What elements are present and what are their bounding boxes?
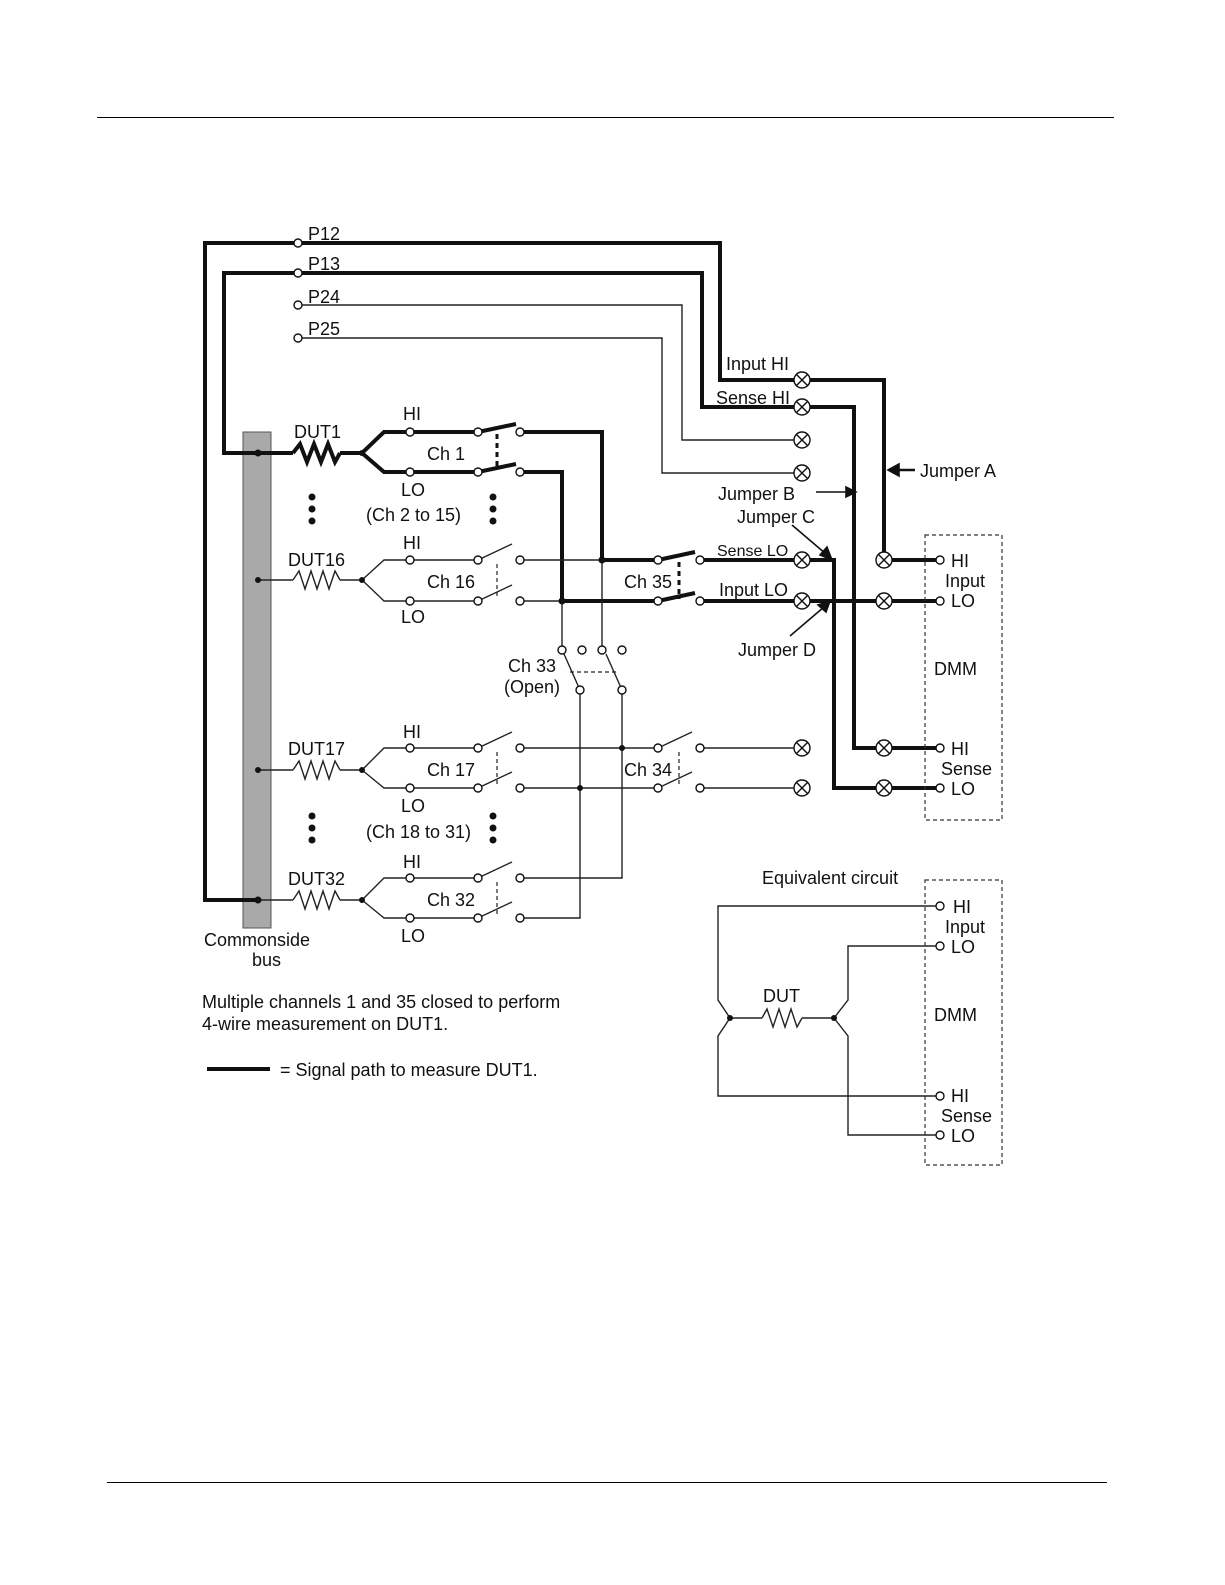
terminals	[293, 238, 945, 923]
label-hi-16: HI	[403, 533, 421, 553]
label-jumper-b: Jumper B	[718, 484, 795, 504]
label-ch18-31: (Ch 18 to 31)	[366, 822, 471, 842]
label-dmm-hi-sense: HI	[951, 739, 969, 759]
jumper-arrows	[789, 462, 915, 637]
label-dmm-lo-sense: LO	[951, 779, 975, 799]
note-line-1: Multiple channels 1 and 35 closed to per…	[202, 992, 560, 1012]
label-ch16: Ch 16	[427, 572, 475, 592]
label-p25: P25	[308, 319, 340, 339]
label-jumper-c: Jumper C	[737, 507, 815, 527]
label-ch2-15: (Ch 2 to 15)	[366, 505, 461, 525]
label-ch1: Ch 1	[427, 444, 465, 464]
label-equiv-dmm: DMM	[934, 1005, 977, 1025]
ellipsis-dots	[308, 493, 497, 844]
label-lo-1: LO	[401, 480, 425, 500]
label-sense-hi: Sense HI	[716, 388, 790, 408]
label-p13: P13	[308, 254, 340, 274]
label-dmm-hi-input: HI	[951, 551, 969, 571]
note-line-2: 4-wire measurement on DUT1.	[202, 1014, 448, 1034]
equivalent-circuit	[717, 901, 945, 1140]
label-equiv-input: Input	[945, 917, 985, 937]
label-dut17: DUT17	[288, 739, 345, 759]
label-equivalent-circuit: Equivalent circuit	[762, 868, 898, 888]
thin-wires	[258, 304, 802, 919]
label-hi-1: HI	[403, 404, 421, 424]
label-equiv-sense: Sense	[941, 1106, 992, 1126]
label-ch32: Ch 32	[427, 890, 475, 910]
label-lo-16: LO	[401, 607, 425, 627]
label-equiv-hi-sense: HI	[951, 1086, 969, 1106]
label-dmm-lo-input: LO	[951, 591, 975, 611]
label-input-hi: Input HI	[726, 354, 789, 374]
label-ch33-open: (Open)	[504, 677, 560, 697]
label-jumper-a: Jumper A	[920, 461, 996, 481]
label-p24: P24	[308, 287, 340, 307]
label-p12: P12	[308, 224, 340, 244]
label-dut16: DUT16	[288, 550, 345, 570]
label-hi-32: HI	[403, 852, 421, 872]
header-rule	[97, 117, 1114, 118]
label-commonside: Commonside	[204, 930, 310, 950]
label-dut32: DUT32	[288, 869, 345, 889]
label-equiv-lo-sense: LO	[951, 1126, 975, 1146]
label-input-lo: Input LO	[719, 580, 788, 600]
label-ch35: Ch 35	[624, 572, 672, 592]
signal-path	[203, 241, 936, 902]
dmm-box	[924, 534, 1003, 821]
label-equiv-hi-input: HI	[953, 897, 971, 917]
label-jumper-d: Jumper D	[738, 640, 816, 660]
label-dmm: DMM	[934, 659, 977, 679]
label-dut1: DUT1	[294, 422, 341, 442]
label-equiv-dut: DUT	[763, 986, 800, 1006]
label-dmm-input: Input	[945, 571, 985, 591]
footer-rule	[107, 1482, 1107, 1483]
x-connectors	[793, 371, 893, 797]
junctions	[254, 449, 625, 904]
label-dmm-sense: Sense	[941, 759, 992, 779]
label-sense-lo: Sense LO	[717, 543, 788, 560]
equiv-dmm-box	[924, 879, 1003, 1166]
label-ch33: Ch 33	[508, 656, 556, 676]
commonside-bus	[242, 431, 272, 929]
label-bus: bus	[252, 950, 281, 970]
legend-text: = Signal path to measure DUT1.	[280, 1060, 538, 1080]
label-equiv-lo-input: LO	[951, 937, 975, 957]
label-ch34: Ch 34	[624, 760, 672, 780]
label-hi-17: HI	[403, 722, 421, 742]
label-ch17: Ch 17	[427, 760, 475, 780]
label-lo-17: LO	[401, 796, 425, 816]
label-lo-32: LO	[401, 926, 425, 946]
